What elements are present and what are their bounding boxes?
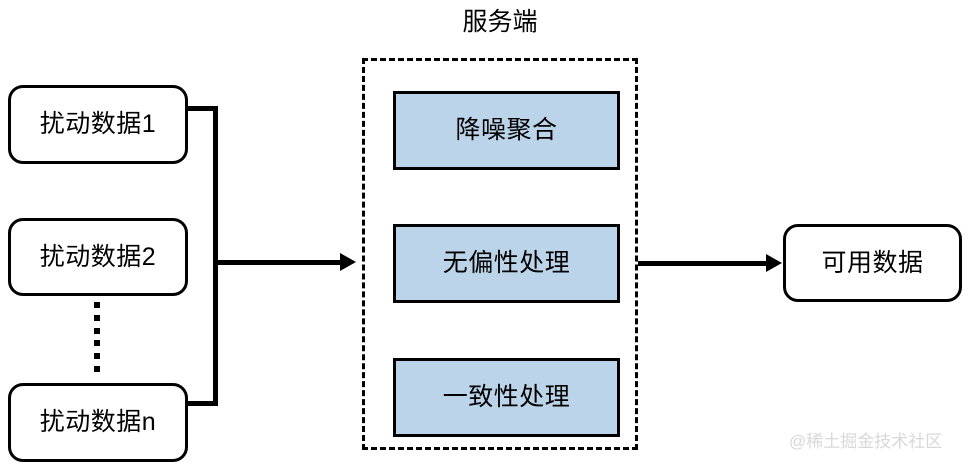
arrow-inputs-to-server-line [215,260,341,265]
server-step-3-label: 一致性处理 [442,383,571,411]
dot [94,340,100,347]
server-container-title: 服务端 [462,8,538,36]
dot [94,327,100,334]
bracket-spine [213,106,218,406]
server-container [362,58,638,450]
arrow-server-to-output-head [766,254,782,272]
input-node-1-label: 扰动数据1 [39,110,157,138]
dot [94,302,100,308]
server-step-3[interactable]: 一致性处理 [393,358,620,437]
server-step-1[interactable]: 降噪聚合 [393,91,620,170]
watermark: @稀土掘金技术社区 [789,432,943,451]
dot [94,353,100,360]
bracket-top-stub [186,106,218,111]
dot [94,365,100,372]
input-node-2-label: 扰动数据2 [39,242,157,271]
output-node[interactable]: 可用数据 [783,224,962,302]
bracket-bottom-stub [186,401,218,406]
arrow-server-to-output-line [638,261,768,266]
input-node-n[interactable]: 扰动数据n [8,383,188,462]
server-step-2-label: 无偏性处理 [442,249,571,277]
server-step-1-label: 降噪聚合 [455,116,558,144]
input-node-1[interactable]: 扰动数据1 [8,85,188,164]
output-node-label: 可用数据 [821,248,924,277]
arrow-inputs-to-server-head [340,253,356,271]
input-node-n-label: 扰动数据n [39,408,157,436]
vertical-dots-icon [93,302,101,372]
server-step-2[interactable]: 无偏性处理 [393,224,620,303]
input-node-2[interactable]: 扰动数据2 [8,218,188,296]
dot [94,314,100,321]
